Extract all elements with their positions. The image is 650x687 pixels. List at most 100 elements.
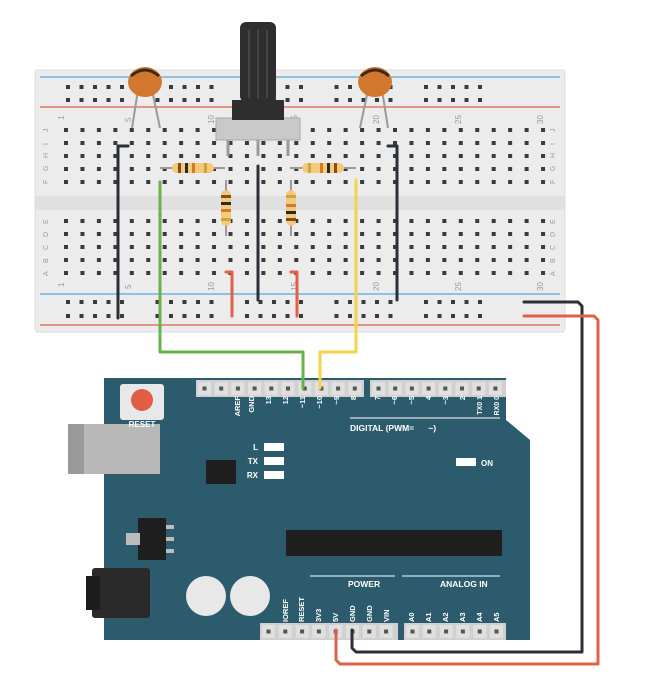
- breadboard-hole: [508, 167, 513, 171]
- resistor-band: [320, 163, 323, 173]
- col-num: 25: [454, 115, 463, 124]
- rail-hole: [464, 314, 469, 318]
- breadboard-hole: [146, 180, 151, 184]
- power-pin-label: IOREF: [281, 599, 290, 622]
- breadboard-hole: [343, 180, 348, 184]
- breadboard-hole: [310, 219, 315, 223]
- rail-hole: [478, 98, 482, 102]
- breadboard-hole: [80, 232, 85, 236]
- breadboard-hole: [475, 154, 480, 158]
- rail-hole: [209, 98, 214, 102]
- digital-pin[interactable]: [393, 386, 398, 391]
- analog-pin[interactable]: [444, 629, 449, 634]
- digital-pin[interactable]: [476, 386, 481, 391]
- breadboard-hole: [442, 245, 447, 249]
- digital-pin[interactable]: [202, 386, 207, 391]
- breadboard-hole: [491, 232, 496, 236]
- digital-pin[interactable]: [252, 386, 257, 391]
- digital-pin[interactable]: [269, 386, 274, 391]
- breadboard-hole: [195, 128, 200, 132]
- capacitor-mark: [130, 68, 160, 78]
- breadboard-hole: [442, 258, 447, 262]
- breadboard-hole: [310, 258, 315, 262]
- digital-pin[interactable]: [409, 386, 414, 391]
- digital-pin[interactable]: [376, 386, 381, 391]
- row-letter: G: [550, 166, 557, 171]
- breadboard-hole: [393, 167, 397, 171]
- breadboard-hole: [129, 258, 134, 262]
- breadboard-hole: [294, 141, 299, 145]
- power-pin[interactable]: [367, 629, 372, 634]
- analog-pin[interactable]: [410, 629, 415, 634]
- breadboard-hole: [96, 258, 101, 262]
- breadboard-hole: [508, 232, 513, 236]
- breadboard-hole: [244, 167, 249, 171]
- digital-pin[interactable]: [426, 386, 431, 391]
- breadboard-hole: [80, 167, 85, 171]
- power-pin[interactable]: [283, 629, 288, 634]
- power-label: POWER: [348, 579, 380, 589]
- digital-pin[interactable]: [443, 386, 448, 391]
- rail-hole: [478, 300, 482, 304]
- wire-red-short-1: [224, 270, 234, 318]
- breadboard-hole: [113, 245, 118, 249]
- breadboard-hole: [80, 141, 85, 145]
- breadboard-hole: [195, 154, 200, 158]
- rail-hole: [182, 314, 187, 318]
- digital-header-strip-2: [370, 380, 506, 397]
- breadboard-hole: [541, 258, 546, 262]
- breadboard-hole: [228, 154, 233, 158]
- digital-pin[interactable]: [235, 386, 240, 391]
- resistor-band: [308, 163, 311, 173]
- breadboard-hole: [442, 128, 447, 132]
- breadboard-hole: [327, 232, 332, 236]
- breadboard-hole: [458, 258, 463, 262]
- rail-hole: [79, 300, 84, 304]
- rail-hole: [196, 314, 200, 318]
- potentiometer[interactable]: [215, 22, 301, 156]
- breadboard-hole: [277, 271, 282, 275]
- analog-pin[interactable]: [427, 629, 432, 634]
- power-pin[interactable]: [316, 629, 321, 634]
- power-pin[interactable]: [300, 629, 305, 634]
- breadboard-hole: [96, 232, 101, 236]
- rail-hole: [182, 85, 187, 89]
- rail-hole: [388, 314, 393, 318]
- breadboard-hole: [524, 245, 529, 249]
- breadboard-hole: [376, 245, 381, 249]
- digital-pin[interactable]: [336, 386, 341, 391]
- reset-button-cap[interactable]: [131, 389, 153, 411]
- power-pin[interactable]: [266, 629, 271, 634]
- resistor-vertical-left: [221, 180, 231, 236]
- capacitor-lead: [381, 89, 389, 129]
- breadboard-hole: [409, 180, 414, 184]
- digital-pin[interactable]: [302, 386, 307, 391]
- digital-pin[interactable]: [460, 386, 464, 391]
- digital-pin[interactable]: [219, 386, 224, 391]
- breadboard-hole: [327, 258, 332, 262]
- row-letter: H: [550, 153, 557, 158]
- breadboard-hole: [113, 258, 118, 262]
- analog-pin[interactable]: [477, 629, 482, 634]
- analog-pin[interactable]: [494, 629, 499, 634]
- rail-hole: [348, 85, 352, 89]
- breadboard-hole: [310, 271, 315, 275]
- digital-pin[interactable]: [493, 386, 498, 391]
- rail-hole: [478, 314, 482, 318]
- analog-pin[interactable]: [460, 629, 465, 634]
- breadboard-hole: [491, 154, 496, 158]
- resistor-band: [221, 202, 231, 205]
- breadboard-hole: [277, 245, 282, 249]
- digital-pin[interactable]: [286, 386, 290, 391]
- breadboard-hole: [162, 180, 167, 184]
- breadboard-hole: [244, 232, 249, 236]
- capacitor-mark: [360, 68, 390, 78]
- digital-pin-label: 13: [264, 396, 273, 404]
- analog-pin-label: A1: [424, 612, 433, 622]
- breadboard-hole: [393, 141, 397, 145]
- breadboard-hole: [261, 141, 266, 145]
- digital-pin[interactable]: [352, 386, 357, 391]
- power-pin[interactable]: [384, 629, 389, 634]
- breadboard-hole: [228, 167, 233, 171]
- breadboard-hole: [162, 245, 167, 249]
